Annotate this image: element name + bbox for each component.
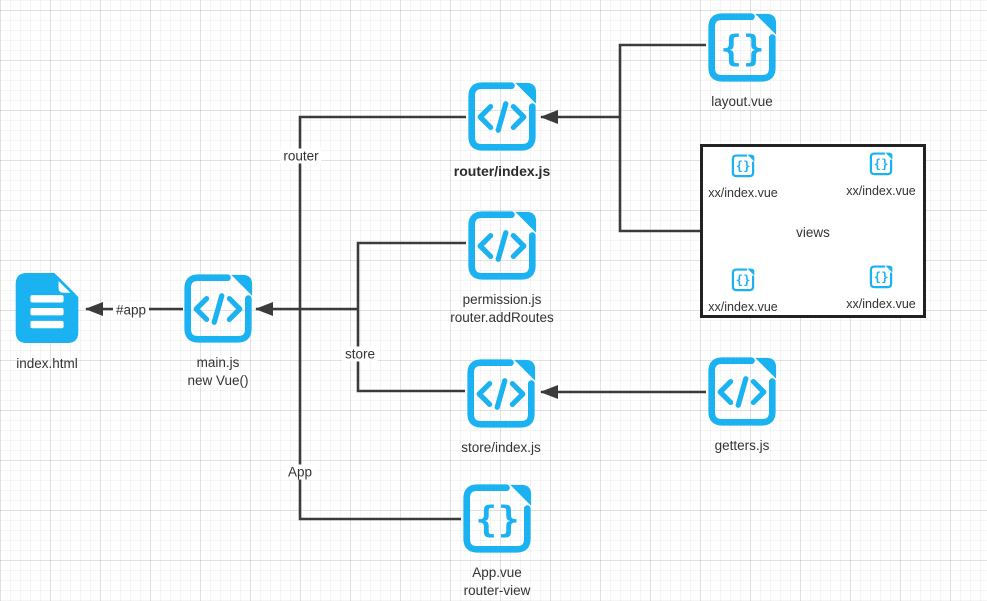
node-label: xx/index.vue [708,300,778,314]
document-icon [12,270,82,346]
edge-router-app-trunk[interactable] [298,115,466,521]
node-label: layout.vue [711,94,773,109]
views-group-label: views [796,225,830,240]
node-store-index-js[interactable]: store/index.js [431,358,571,457]
edge-label-app: App [284,464,316,480]
node-label: router/index.js [453,163,551,179]
brace-file-icon [706,12,778,84]
node-label: xx/index.vue [708,186,778,200]
views-group-box[interactable]: views xx/index.vue xx/index.vue xx/index… [700,144,926,318]
node-router-index-js[interactable]: router/index.js [432,81,572,180]
code-file-icon [466,81,538,153]
edge-layout-views-trunk[interactable] [618,43,706,233]
node-getters-js[interactable]: getters.js [672,356,812,455]
node-label: xx/index.vue [846,184,916,198]
code-file-icon [182,273,254,345]
node-label: getters.js [714,438,770,453]
edge-label-router: router [280,148,322,164]
brace-file-icon [731,267,755,293]
brace-file-icon [731,153,755,179]
edge-label-app-mount: #app [112,302,150,318]
node-view-page-1[interactable]: xx/index.vue [688,153,798,202]
node-view-page-2[interactable]: xx/index.vue [826,151,936,200]
node-view-page-4[interactable]: xx/index.vue [826,264,936,313]
brace-file-icon [461,483,533,555]
node-view-page-3[interactable]: xx/index.vue [688,267,798,316]
node-index-html[interactable]: index.html [0,270,117,373]
edge-label-store: store [341,346,379,362]
node-label: xx/index.vue [846,297,916,311]
node-layout-vue[interactable]: layout.vue [672,12,812,111]
code-file-icon [706,356,778,428]
brace-file-icon [869,151,893,177]
node-label: store/index.js [461,440,541,455]
node-label: index.html [16,356,78,371]
code-file-icon [465,358,537,430]
edge-permission-store-trunk[interactable] [356,241,466,393]
brace-file-icon [869,264,893,290]
code-file-icon [466,210,538,282]
